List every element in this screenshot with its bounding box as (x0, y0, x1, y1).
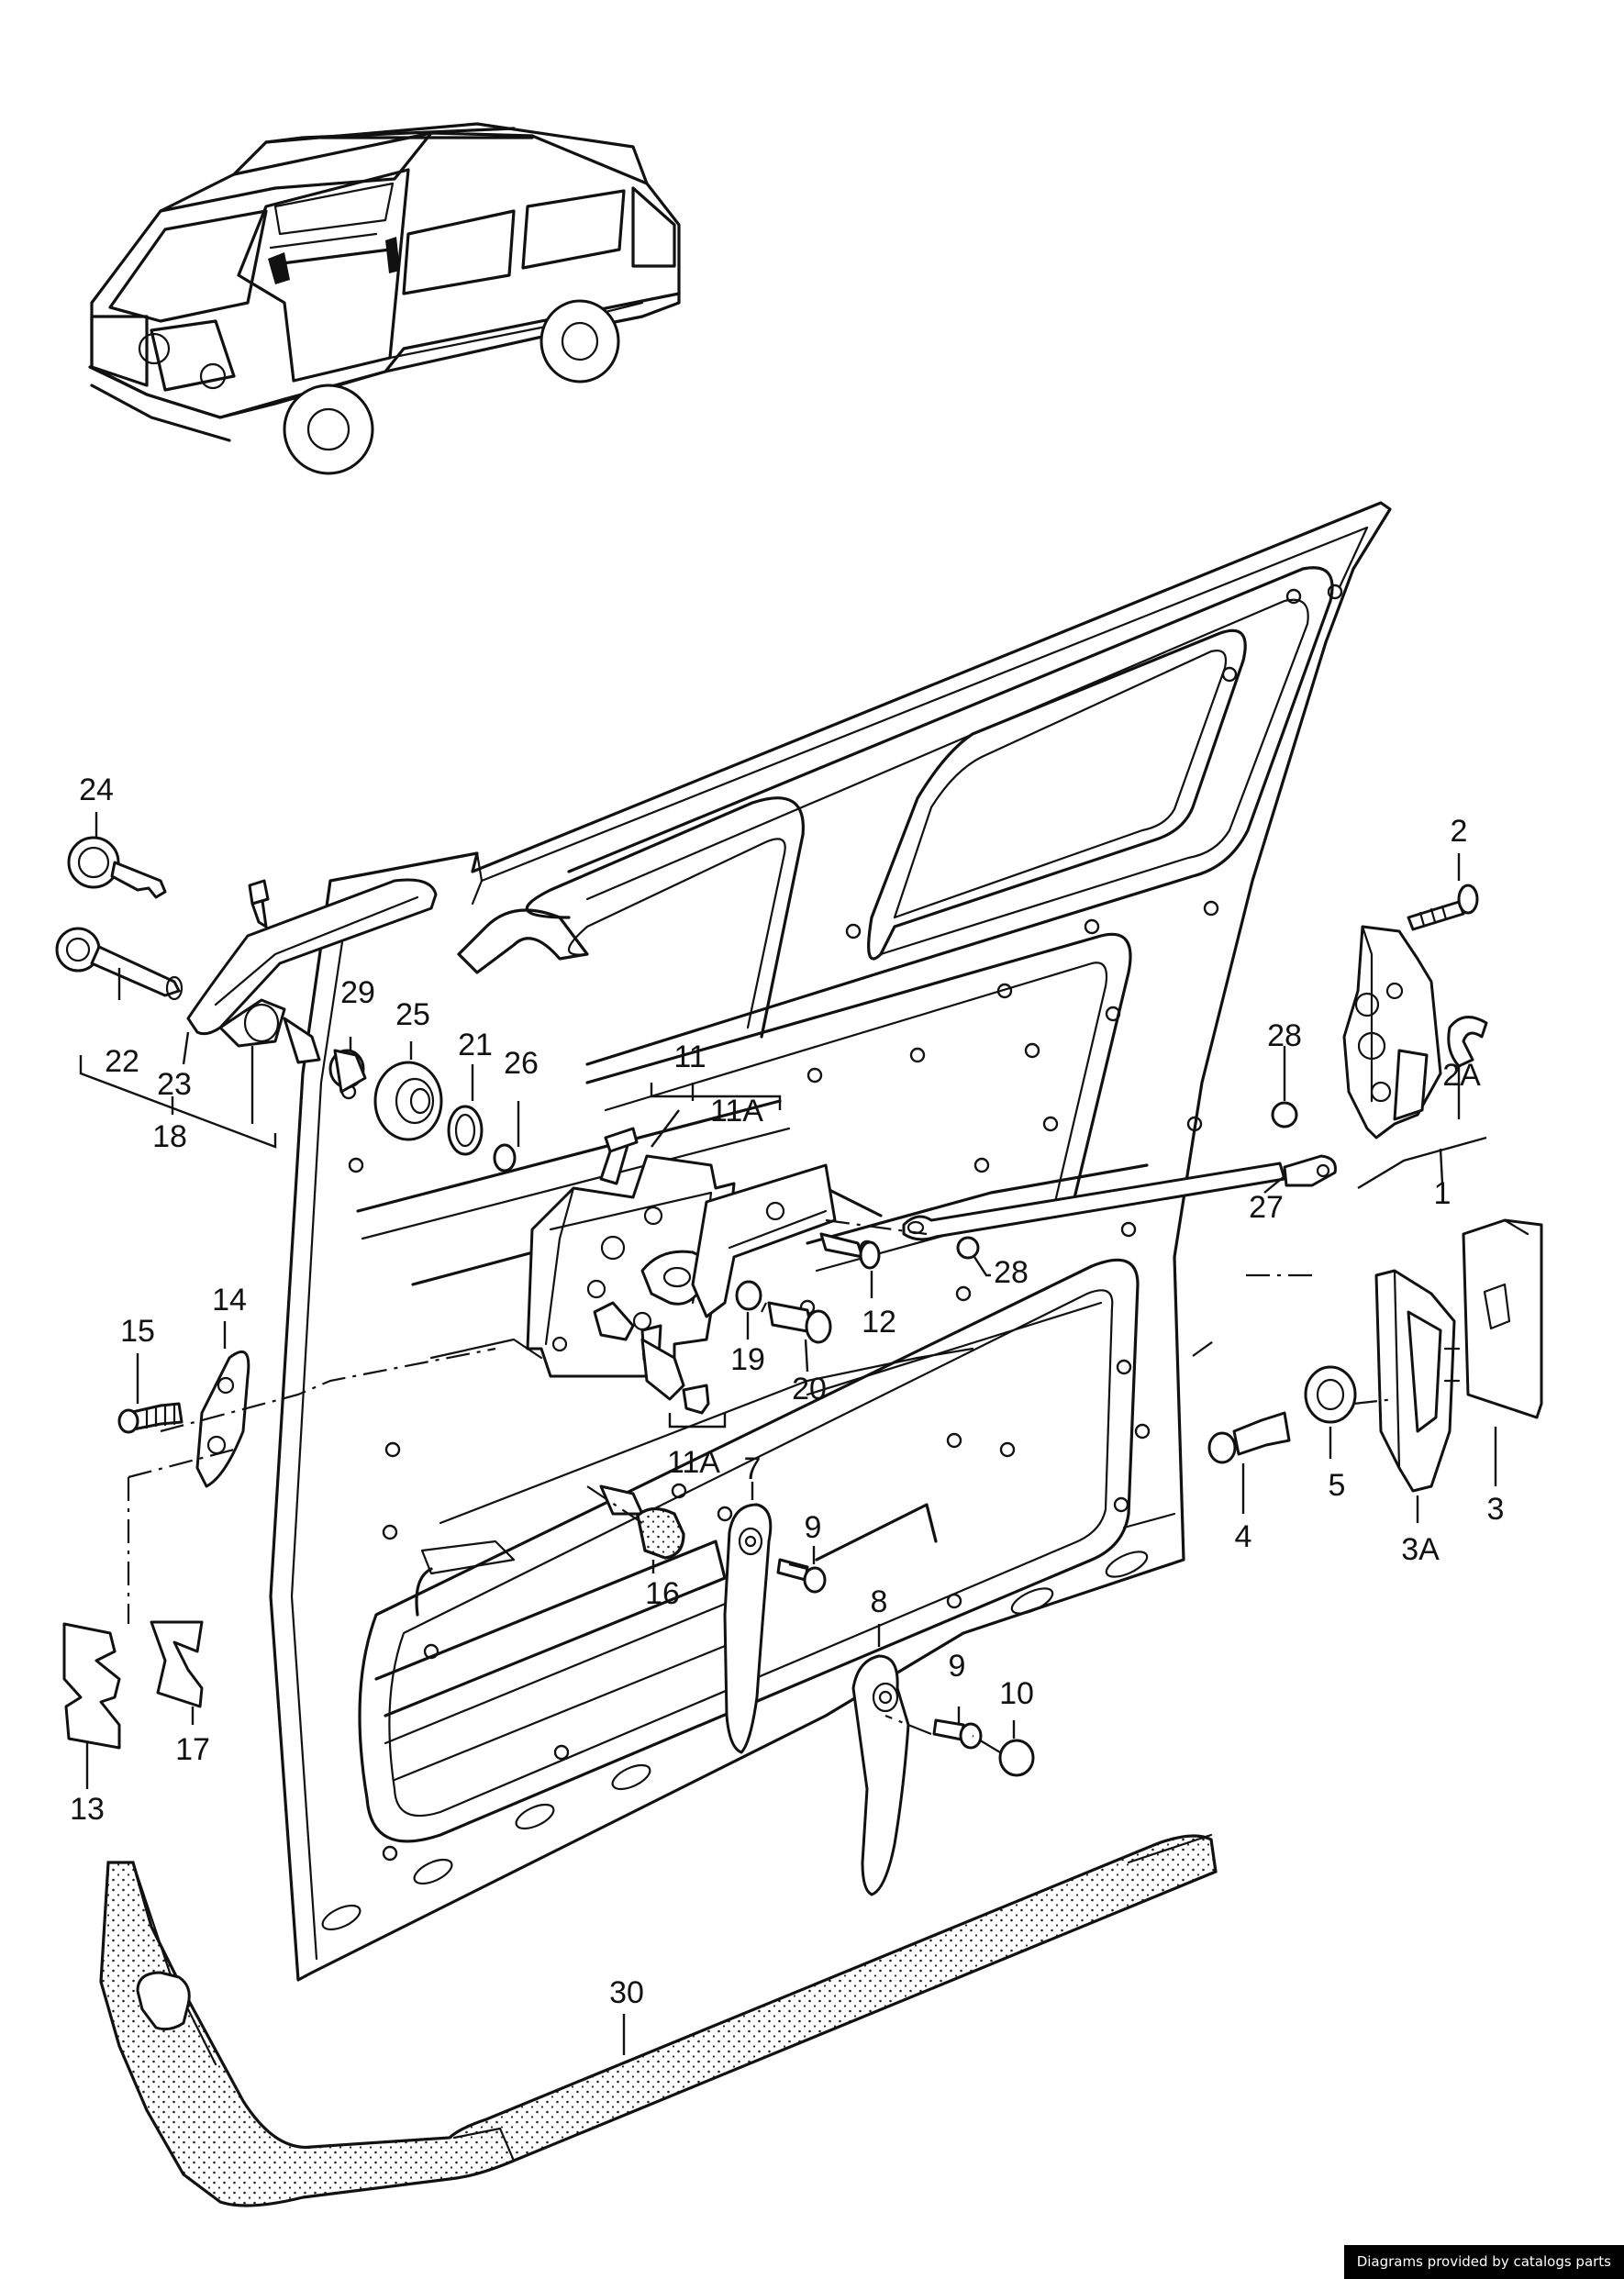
callout-24: 24 (79, 773, 114, 807)
part-28-clip-upper (1271, 1101, 1298, 1128)
callout-22: 22 (105, 1044, 139, 1079)
callout-4: 4 (1235, 1519, 1252, 1554)
part-12-screw (819, 1232, 881, 1270)
diagram-credit-label: Diagrams provided by catalogs parts (1343, 2245, 1624, 2279)
callout-2A: 2A (1442, 1058, 1481, 1093)
callout-3A: 3A (1401, 1532, 1440, 1567)
callout-26: 26 (504, 1046, 539, 1081)
callout-1-2: 2 (1451, 814, 1468, 849)
callout-23: 23 (157, 1067, 192, 1102)
callout-7: 7 (744, 1451, 762, 1486)
part-10-cap (998, 1739, 1035, 1777)
callout-30: 30 (609, 1975, 644, 2010)
callout-17: 17 (175, 1732, 210, 1767)
callout-5: 5 (1329, 1468, 1346, 1503)
sliding-door-panel (269, 501, 1392, 1982)
callout-25: 25 (395, 997, 430, 1032)
callout-12: 12 (862, 1305, 896, 1340)
callout-11A-lower: 11A (667, 1445, 720, 1480)
callout-11: 11 (673, 1039, 706, 1074)
part-13-guide-plate (62, 1622, 121, 1750)
part-23-outside-handle (186, 878, 438, 1064)
part-2A-clip (1447, 1016, 1488, 1068)
part-21-o-ring (447, 1105, 484, 1156)
part-5-grommet (1304, 1365, 1357, 1424)
part-9-screw-lower (932, 1718, 983, 1750)
part-4-striker-bolt (1207, 1411, 1291, 1464)
part-11A-clip (682, 1384, 710, 1415)
part-20-bolt (767, 1301, 832, 1344)
callout-16: 16 (645, 1576, 680, 1611)
part-26-washer (493, 1143, 517, 1173)
part-17-clip (150, 1620, 204, 1708)
part-7-inside-handle (723, 1503, 773, 1754)
part-9-screw-upper (776, 1558, 827, 1594)
part-19-washer (735, 1280, 762, 1311)
callout-9-upper: 9 (805, 1510, 822, 1545)
part-29-sleeve (328, 1049, 367, 1094)
part-25-grommet (373, 1061, 443, 1141)
door-seal-strip (99, 1833, 1218, 2207)
part-3A-bracket (1374, 1269, 1461, 1493)
callout-13: 13 (70, 1792, 105, 1827)
callout-18: 18 (152, 1119, 187, 1154)
part-8-handle (851, 1654, 910, 1896)
callout-28-upper: 28 (1267, 1018, 1302, 1053)
part-24-key (67, 836, 167, 899)
callout-19: 19 (730, 1342, 765, 1377)
assembly-lines (127, 1218, 1396, 1753)
callout-27: 27 (1249, 1190, 1284, 1225)
part-16-buffer (599, 1484, 685, 1560)
callout-9-lower: 9 (949, 1649, 966, 1684)
callout-8: 8 (871, 1584, 888, 1619)
callout-3: 3 (1487, 1492, 1505, 1527)
door-slot-holes (321, 1551, 1149, 1931)
part-22-cylinder-housing (55, 927, 184, 1001)
callout-15: 15 (120, 1314, 155, 1349)
callout-leaders (79, 812, 1497, 2055)
part-15-screw (117, 1402, 184, 1434)
part-3-cover (1462, 1218, 1543, 1419)
central-lock-assembly (429, 1127, 837, 1401)
callout-10: 10 (999, 1676, 1034, 1711)
part-28-clip-lower (956, 1236, 980, 1260)
callout-29: 29 (340, 975, 375, 1010)
part-27-connecting-rod (902, 1154, 1337, 1241)
van-locator-illustration (88, 122, 681, 475)
callout-1: 1 (1434, 1176, 1452, 1211)
part-2-screw (1407, 884, 1479, 931)
callout-21: 21 (458, 1028, 493, 1062)
callout-20: 20 (792, 1372, 827, 1406)
callout-14: 14 (212, 1283, 247, 1317)
part-14-lever-bracket (195, 1350, 250, 1488)
callout-11A-upper: 11A (710, 1094, 763, 1128)
part-1-rear-latch (1342, 925, 1442, 1140)
door-rivets (340, 584, 1343, 1862)
callout-labels: 2 2A 1 28 27 3 3A 4 5 9 10 8 7 9 16 20 1… (70, 773, 1504, 2010)
callout-28-lower: 28 (994, 1255, 1029, 1290)
lock-cylinder-group (55, 836, 517, 1173)
